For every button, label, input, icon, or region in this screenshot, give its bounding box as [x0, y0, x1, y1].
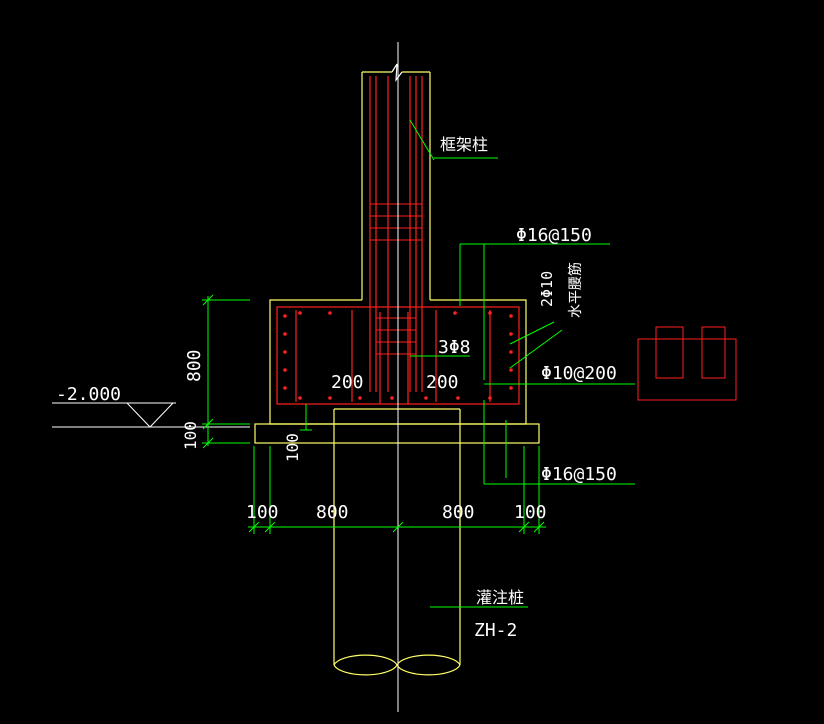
- label-pile: 灌注桩: [476, 588, 524, 607]
- cushion-layer: [254, 423, 540, 444]
- label-bottom-bar: Φ16@150: [541, 464, 617, 485]
- leader-lines: [409, 119, 635, 608]
- elevation-marker: [52, 402, 250, 428]
- label-stirrup: Φ10@200: [541, 363, 617, 384]
- pile: [333, 408, 461, 676]
- label-spacing-left: 200: [331, 372, 364, 393]
- dim-width-left: 800: [316, 502, 349, 523]
- column-outline: [361, 63, 431, 300]
- cap-rebar-dots: [283, 311, 513, 400]
- horizontal-dimension-lines: [248, 446, 546, 534]
- column-rebars: [369, 76, 423, 392]
- dim-cap-height: 800: [184, 349, 205, 382]
- column-ties: [370, 203, 422, 355]
- vertical-dimension-lines: [202, 294, 312, 449]
- label-waist-bar-note: 水平腰筋: [567, 262, 584, 318]
- side-section-detail: [637, 326, 737, 401]
- label-stirrup-legs: 3Φ8: [438, 337, 471, 358]
- dim-cushion-height: 100: [181, 421, 200, 450]
- label-column: 框架柱: [440, 135, 488, 154]
- label-spacing-right: 200: [426, 372, 459, 393]
- label-elevation: -2.000: [56, 384, 121, 405]
- dim-width-right-edge: 100: [514, 502, 547, 523]
- dim-width-right: 800: [442, 502, 475, 523]
- label-waist-bar: 2Φ10: [538, 271, 556, 307]
- label-top-bar: Φ16@150: [516, 225, 592, 246]
- dim-cushion-height-2: 100: [283, 433, 302, 462]
- dim-width-left-edge: 100: [246, 502, 279, 523]
- label-pile-code: ZH-2: [474, 620, 517, 641]
